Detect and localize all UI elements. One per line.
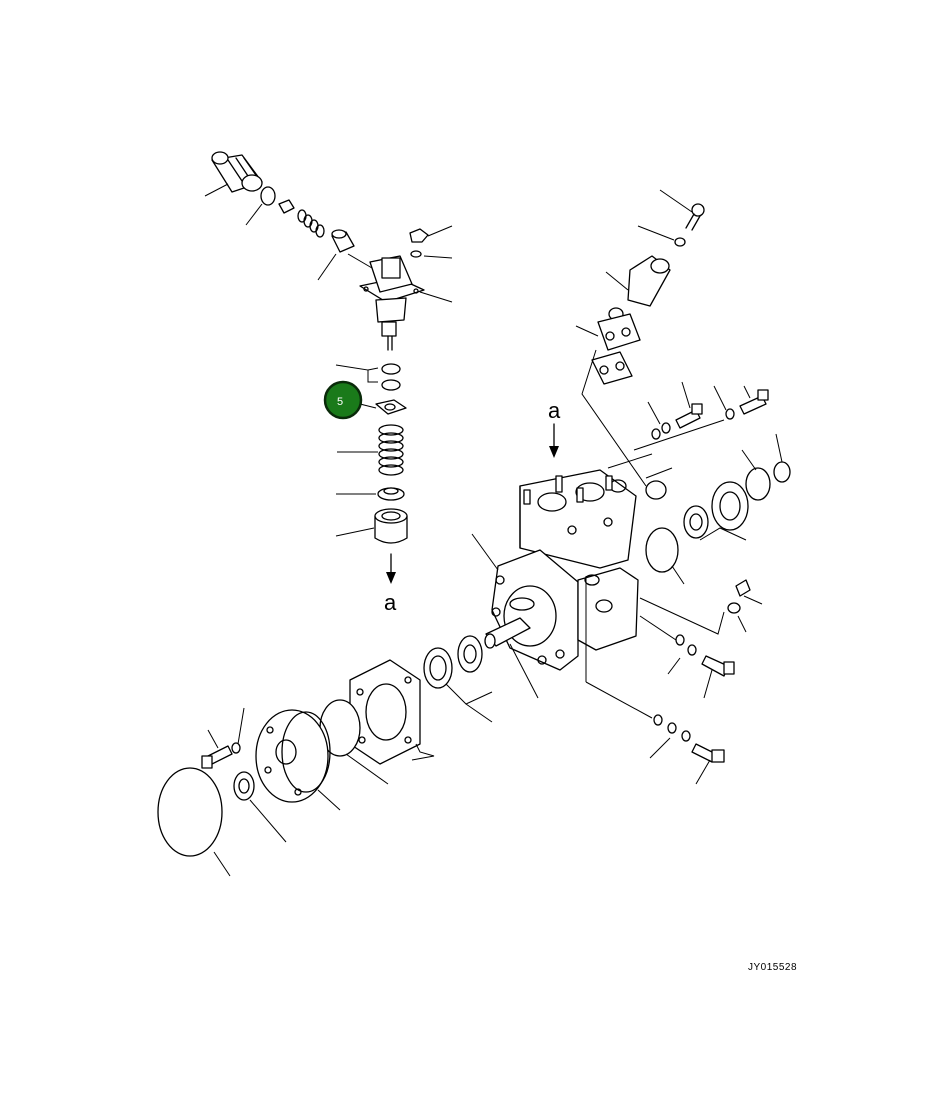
drive-gear-right (683, 481, 749, 541)
front-cover-assembly (157, 635, 493, 877)
right-fasteners (585, 381, 791, 785)
small-nut (278, 199, 295, 214)
pump-housing: a (471, 398, 639, 699)
reference-letter-a: a (384, 590, 397, 615)
spring-seat (336, 487, 405, 501)
sensor-bolt (659, 189, 705, 231)
sensor-gasket (575, 313, 641, 351)
sensor-washer (674, 237, 686, 247)
o-ring-pair (335, 363, 401, 391)
sensor-gasket-2 (591, 351, 633, 385)
flange-gasket (349, 659, 435, 765)
hex-nut (409, 228, 429, 258)
cover-bolt (201, 707, 245, 769)
callout-number: 5 (337, 396, 343, 408)
large-o-ring (157, 767, 223, 857)
shim-plate (359, 399, 407, 415)
sleeve (331, 229, 355, 253)
bearing (423, 647, 453, 689)
drawing-code: JY015528 (748, 962, 797, 973)
drive-gear-front (457, 635, 483, 673)
front-cover (255, 709, 341, 811)
sensor-assembly (575, 189, 705, 487)
reference-arrow-up: a (548, 398, 561, 458)
spring (297, 209, 325, 238)
valve-assembly-stack: a (204, 151, 453, 615)
pressure-sensor (605, 255, 671, 307)
flange-valve-body (359, 255, 425, 351)
callout-badge[interactable] (323, 380, 363, 420)
tappet (335, 508, 408, 544)
fitting-body (204, 151, 263, 197)
reference-letter-a-2: a (548, 398, 561, 423)
reference-arrow-down: a (384, 553, 397, 615)
callout-5[interactable]: 5 (323, 380, 363, 420)
o-ring-large (645, 527, 679, 573)
oil-seal (233, 771, 287, 843)
plunger-spring (337, 424, 404, 476)
o-ring (260, 186, 276, 206)
